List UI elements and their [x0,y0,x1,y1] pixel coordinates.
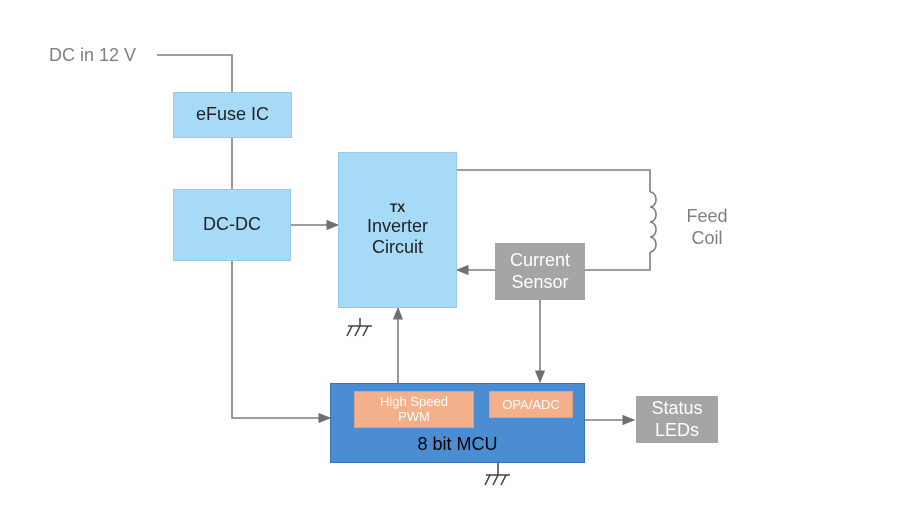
mcu-label: 8 bit MCU [417,434,498,455]
ground-icon-mcu [484,462,510,486]
inverter-block: TX Inverter Circuit [338,152,457,308]
inverter-line2: Circuit [371,237,423,258]
wire-dc-in [157,54,233,92]
arrow-dcdc-mcu [231,259,332,424]
dcdc-block: DC-DC [173,189,291,261]
feed-coil-symbol [649,191,657,253]
dc-input-label: DC in 12 V [48,45,137,66]
current-sensor-block: Current Sensor [495,243,585,300]
inverter-prefix: TX [389,201,406,216]
inverter-line1: Inverter [366,215,429,236]
adc-block: OPA/ADC [489,391,573,418]
feed-coil-label: Feed Coil [686,206,728,248]
efuse-block: eFuse IC [173,92,292,138]
ground-icon-inverter [346,318,372,337]
status-leds-block: Status LEDs [636,396,718,443]
wire-coil-sensor [585,252,651,271]
pwm-block: High Speed PWM [354,391,474,428]
wire-inverter-coil-top [455,169,651,192]
